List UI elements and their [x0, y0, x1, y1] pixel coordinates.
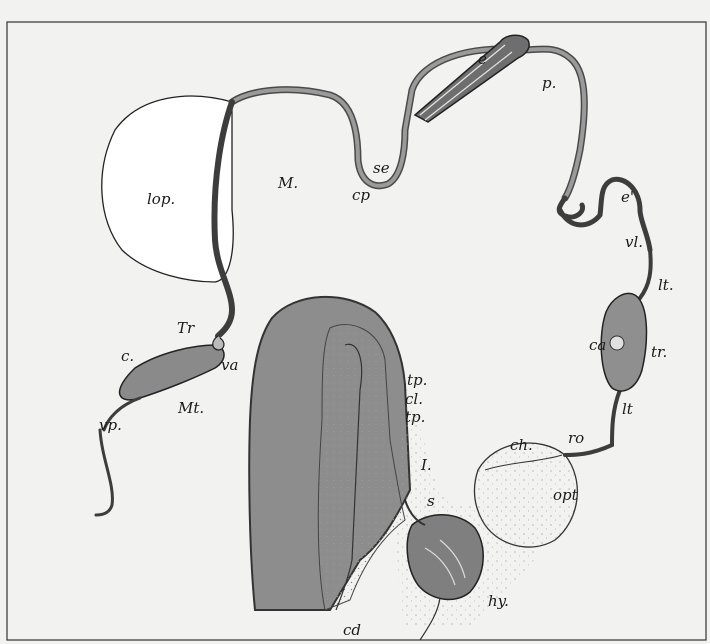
label-tp-upper: tp. [407, 371, 427, 389]
label-lt-upper: lt. [658, 276, 674, 294]
label-M: M. [277, 174, 298, 192]
label-hy: hy. [488, 592, 509, 610]
label-lop: lop. [147, 190, 175, 208]
label-opt: opt [553, 486, 579, 504]
label-tr: tr. [651, 343, 667, 361]
label-cp: cp [352, 186, 370, 204]
label-cl: cl. [405, 390, 423, 408]
label-se: se [373, 159, 390, 177]
label-cd: cd [343, 621, 361, 639]
label-vp: vp. [99, 416, 122, 434]
label-va: va [221, 356, 238, 374]
label-ro: ro [568, 429, 584, 447]
label-c: c. [121, 347, 134, 365]
label-lt-lower: lt [622, 400, 634, 418]
commissura-anterior [610, 336, 624, 350]
label-I: I. [420, 456, 432, 474]
label-vl: vl. [625, 233, 643, 251]
label-s: s [427, 492, 435, 510]
label-ca: ca [589, 336, 606, 354]
label-ch: ch. [510, 436, 533, 454]
label-Tr: Tr [177, 319, 195, 337]
label-tp-lower: tp. [405, 408, 425, 426]
label-e-prime: e' [621, 188, 634, 206]
label-e: e [478, 50, 487, 68]
hypophysis [407, 515, 483, 600]
label-p: p. [542, 74, 556, 92]
label-Mt: Mt. [177, 399, 204, 417]
cerebellar-thickening [120, 345, 224, 400]
transverse-fold [213, 336, 224, 350]
